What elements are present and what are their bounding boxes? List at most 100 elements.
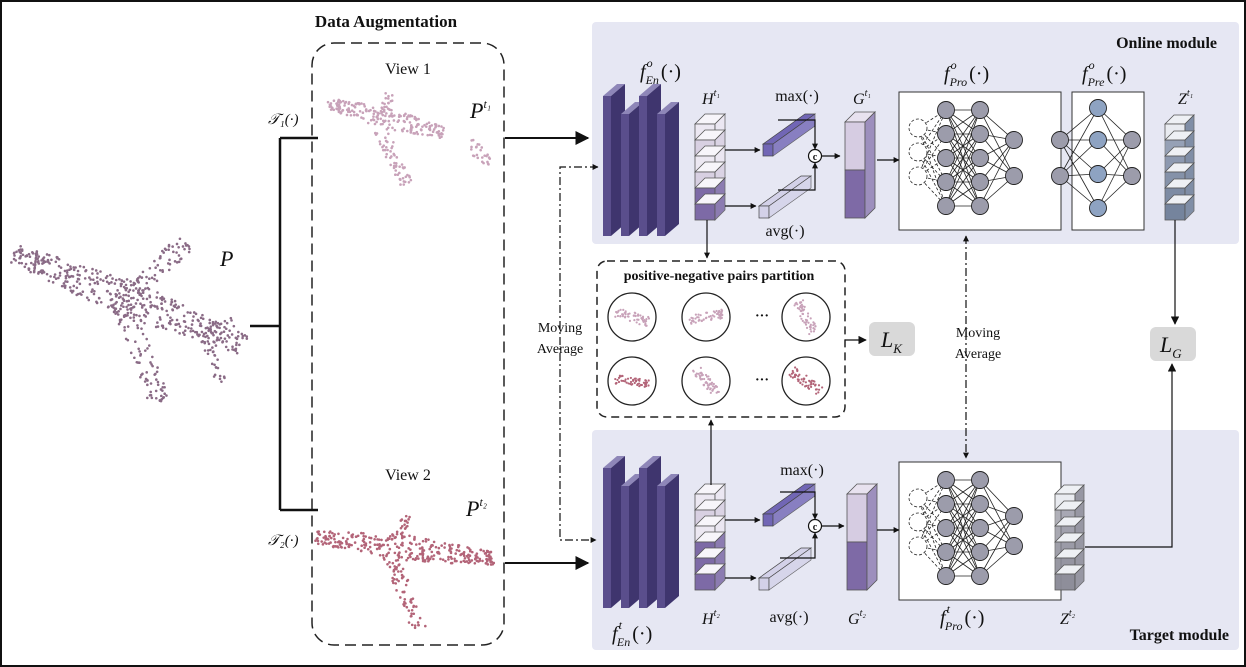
point <box>114 295 118 298</box>
point <box>132 289 135 292</box>
point <box>420 128 423 131</box>
sample-point <box>812 382 815 386</box>
point <box>145 371 149 374</box>
T2-label: 𝒯₂(·) <box>268 533 298 549</box>
point <box>178 325 182 328</box>
point <box>363 105 366 108</box>
point <box>156 307 159 310</box>
point <box>199 322 202 325</box>
point <box>362 102 366 106</box>
point <box>66 280 69 284</box>
feature-cell <box>694 573 716 591</box>
concat-online-symbol: c <box>813 152 818 163</box>
point <box>169 303 173 306</box>
point <box>126 338 130 342</box>
sample-point <box>801 319 804 323</box>
point <box>381 554 385 557</box>
point <box>151 355 154 359</box>
point <box>432 554 436 557</box>
input-P-label: P <box>219 246 233 271</box>
sample-point <box>616 314 620 318</box>
point <box>207 329 210 333</box>
point <box>127 299 131 303</box>
point <box>449 551 453 555</box>
point <box>36 257 39 260</box>
sample-point <box>644 323 647 326</box>
point <box>119 295 122 299</box>
point <box>489 550 493 554</box>
point <box>341 536 345 540</box>
point <box>96 280 99 284</box>
sample-point <box>699 314 702 317</box>
point <box>385 112 388 115</box>
point <box>215 325 219 328</box>
sample-point <box>789 375 792 378</box>
sample-point <box>700 319 703 322</box>
point <box>149 382 153 385</box>
sample-point <box>812 379 815 383</box>
point <box>155 279 159 283</box>
loss-G-box <box>1150 327 1196 361</box>
sample-point <box>614 382 618 385</box>
point <box>120 279 124 283</box>
point <box>235 341 238 345</box>
point <box>182 314 186 318</box>
point <box>437 546 441 550</box>
sample-point <box>793 375 797 378</box>
point <box>210 331 214 335</box>
point <box>381 119 385 123</box>
point <box>130 296 133 300</box>
sample-point <box>718 314 721 317</box>
point <box>334 544 337 548</box>
nn-edge <box>979 133 1015 177</box>
point <box>241 334 245 338</box>
point <box>125 305 128 309</box>
point <box>129 316 132 320</box>
point <box>119 307 122 311</box>
point <box>93 290 96 293</box>
encoder-slab-front <box>657 114 665 236</box>
point <box>76 277 80 281</box>
pool-bar-front <box>762 143 774 157</box>
sample-point <box>634 314 637 318</box>
point <box>132 313 136 316</box>
point <box>68 275 71 279</box>
point <box>453 557 456 561</box>
point <box>138 275 142 278</box>
point <box>385 105 388 109</box>
point <box>338 543 342 546</box>
sample-point <box>814 325 817 328</box>
point <box>220 380 223 383</box>
point <box>104 276 108 280</box>
sample-point <box>697 319 700 322</box>
point <box>414 557 418 560</box>
nn-node <box>971 149 989 167</box>
point <box>412 132 415 135</box>
point <box>412 604 416 608</box>
point <box>366 547 370 551</box>
point <box>387 119 391 123</box>
point <box>159 318 162 321</box>
nn-node <box>937 519 955 537</box>
point <box>245 337 249 340</box>
point <box>90 290 93 294</box>
online-predictor-box <box>1071 91 1145 231</box>
H-t1-label: Ht₁ <box>701 88 720 108</box>
sample-point <box>625 381 628 384</box>
sample-point <box>617 380 621 384</box>
point <box>92 278 95 282</box>
point <box>137 289 141 292</box>
view1-label: View 1 <box>385 61 431 78</box>
sample-point <box>798 373 801 376</box>
point <box>345 542 348 546</box>
nn-edge <box>979 109 1015 177</box>
point <box>436 551 440 554</box>
g-upper <box>846 493 868 543</box>
sample-point <box>639 314 642 317</box>
point <box>139 319 143 323</box>
sample-point <box>810 330 813 333</box>
point <box>400 555 404 559</box>
point <box>168 258 171 262</box>
point <box>430 124 434 127</box>
point <box>384 114 387 118</box>
